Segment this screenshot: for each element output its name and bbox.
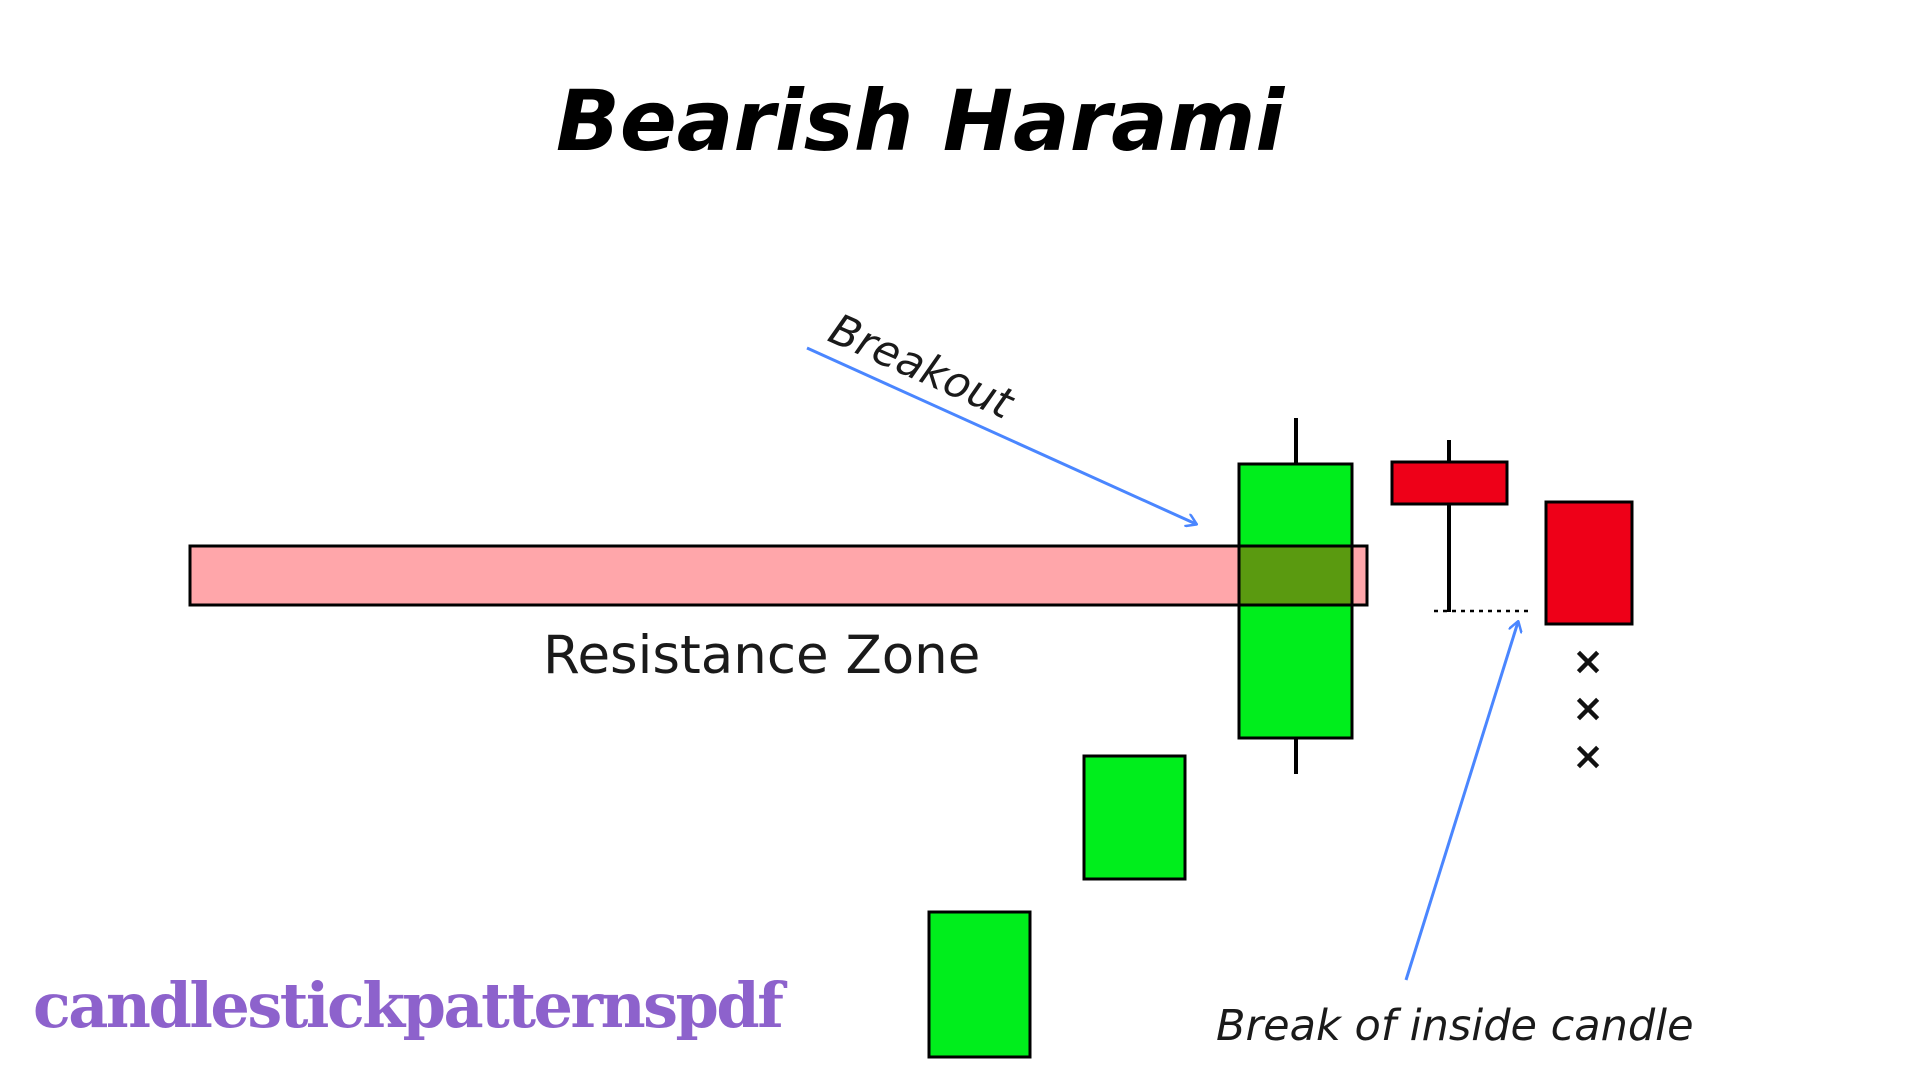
breakout-arrow [806, 346, 1196, 524]
target-marker-2: × [1572, 686, 1604, 730]
page-title: Bearish Harami [556, 72, 1286, 170]
resistance-zone-band [188, 544, 1369, 607]
bullish-candle-1 [927, 910, 1032, 1059]
break-of-inside-candle-label: Break of inside candle [1216, 1001, 1694, 1051]
target-marker-1: × [1572, 639, 1604, 683]
inside-bearish-candle [1390, 460, 1509, 506]
zone-candle-overlap [1239, 546, 1352, 605]
bullish-candle-2 [1082, 754, 1187, 881]
target-marker-3: × [1572, 734, 1604, 778]
bearish-breakdown-candle [1544, 500, 1634, 626]
brand-watermark: candlestickpatternspdf [33, 969, 787, 1042]
resistance-zone-label: Resistance Zone [543, 625, 980, 686]
break-of-inside-candle-arrow [1404, 622, 1518, 981]
breakout-candle-outline [1237, 462, 1354, 740]
